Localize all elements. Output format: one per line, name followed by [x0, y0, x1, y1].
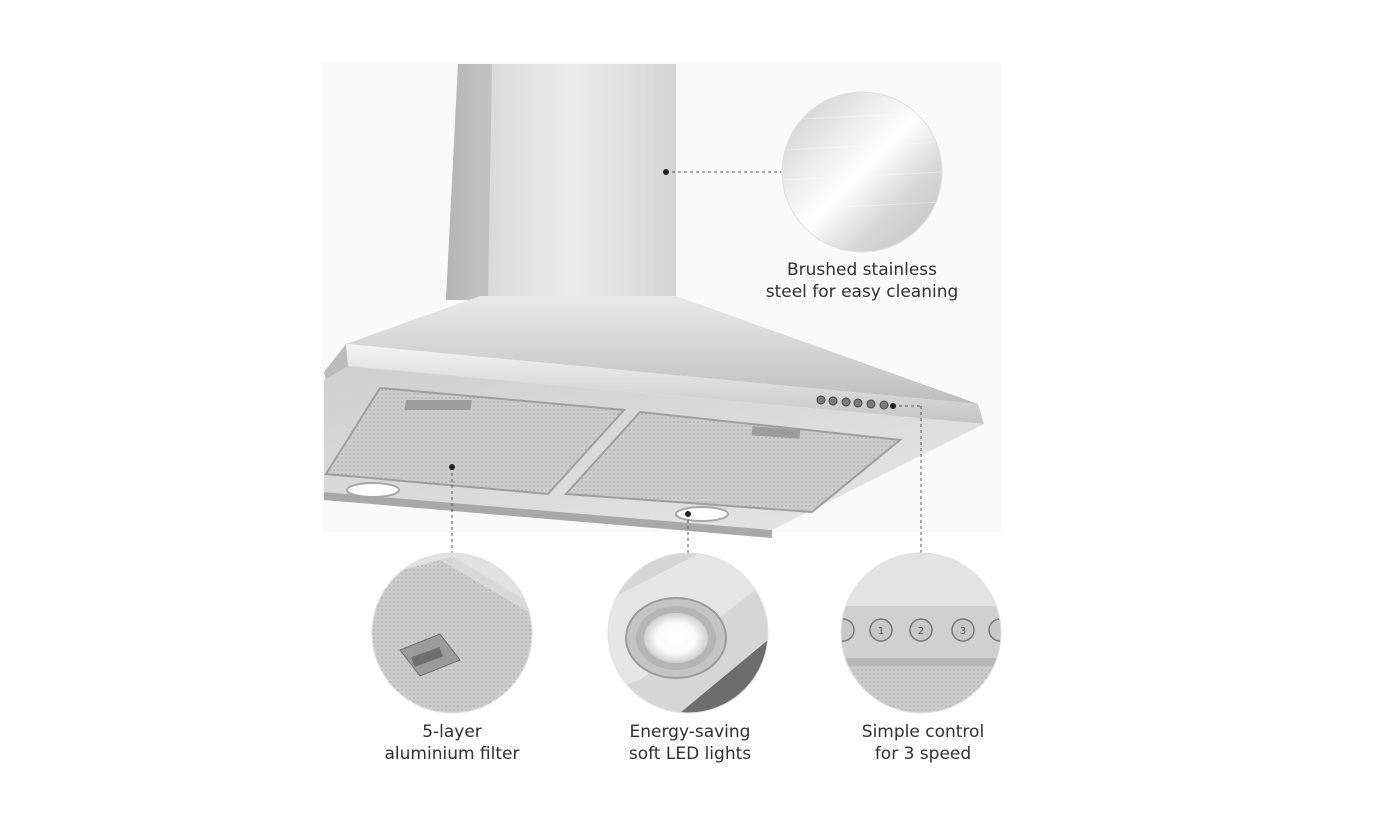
- grease-filters: [324, 386, 903, 514]
- caption-line: Brushed stainless: [786, 260, 938, 280]
- caption-line: Simple control: [861, 722, 985, 742]
- control-speed-labels: 1 2 3: [878, 626, 966, 637]
- button-label: 3: [960, 626, 966, 637]
- caption-line: for 3 speed: [874, 744, 972, 764]
- steel-detail-circle: [781, 91, 943, 253]
- led-detail-circle: [607, 552, 769, 714]
- chimney: [446, 64, 676, 300]
- button-label: 2: [918, 626, 924, 637]
- leader-lines: [451, 171, 922, 553]
- steel-pointer-dot: [663, 169, 669, 175]
- steel-caption: Brushed stainless steel for easy cleanin…: [752, 259, 972, 303]
- caption-line: aluminium filter: [384, 744, 520, 764]
- button-label: 1: [878, 626, 884, 637]
- filter-caption: 5-layer aluminium filter: [342, 721, 562, 765]
- caption-line: 5-layer: [422, 722, 482, 742]
- filter-pointer-dot: [449, 464, 455, 470]
- control-caption: Simple control for 3 speed: [813, 721, 1033, 765]
- light-pointer-dot: [685, 511, 691, 517]
- led-light-left: [346, 482, 400, 498]
- led-light-right: [675, 506, 729, 522]
- led-caption: Energy-saving soft LED lights: [580, 721, 800, 765]
- caption-line: steel for easy cleaning: [765, 282, 959, 302]
- caption-line: soft LED lights: [628, 744, 752, 764]
- control-pointer-dot: [890, 403, 896, 409]
- control-panel[interactable]: [816, 395, 889, 410]
- caption-line: Energy-saving: [629, 722, 751, 742]
- control-detail-circle: [840, 552, 1002, 714]
- filter-detail-circle: [371, 552, 533, 714]
